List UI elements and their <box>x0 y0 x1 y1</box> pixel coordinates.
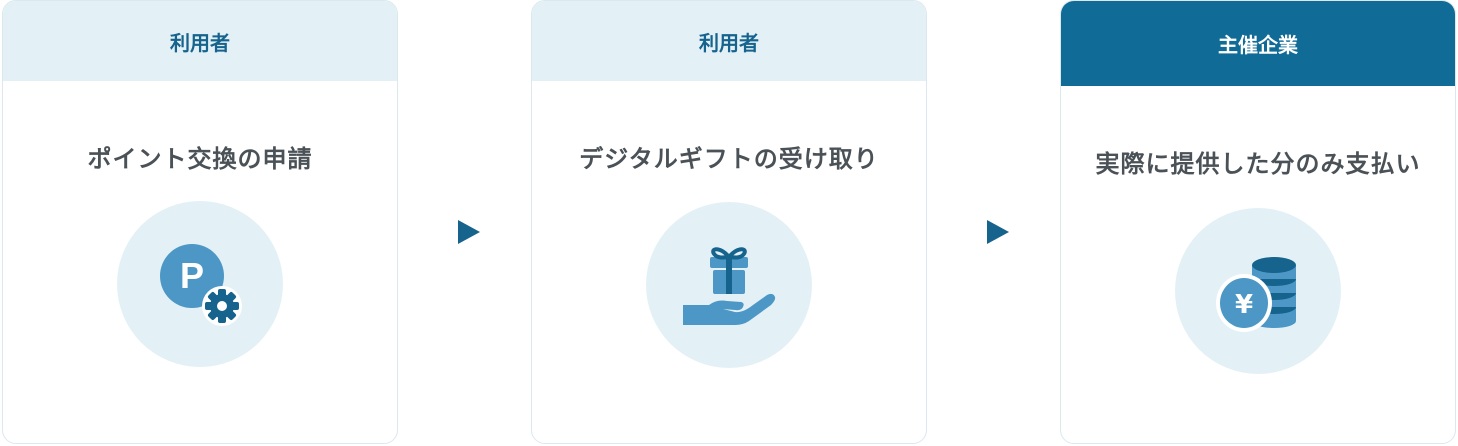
step-title: デジタルギフトの受け取り <box>579 145 879 173</box>
svg-text:¥: ¥ <box>1235 290 1253 320</box>
yen-coins-icon: ¥ <box>1216 257 1296 332</box>
step-actor-label: 利用者 <box>532 1 926 81</box>
step-card-1: 利用者 ポイント交換の申請 P <box>2 0 398 444</box>
step-title: 実際に提供した分のみ支払い <box>1095 150 1421 178</box>
step-title: ポイント交換の申請 <box>87 145 313 173</box>
arrow-right-icon <box>987 220 1009 244</box>
svg-text:P: P <box>180 255 204 296</box>
point-exchange-icon: P <box>160 244 242 326</box>
icon-circle <box>646 202 812 368</box>
gift-hand-icon <box>683 247 776 325</box>
step-actor-label: 利用者 <box>3 1 397 81</box>
step-card-3: 主催企業 実際に提供した分のみ支払い ¥ <box>1060 0 1456 444</box>
icon-circle: P <box>117 201 283 367</box>
icon-circle: ¥ <box>1175 208 1341 374</box>
step-card-2: 利用者 デジタルギフトの受け取り <box>531 0 927 444</box>
arrow-right-icon <box>458 220 480 244</box>
step-actor-label: 主催企業 <box>1061 1 1455 86</box>
